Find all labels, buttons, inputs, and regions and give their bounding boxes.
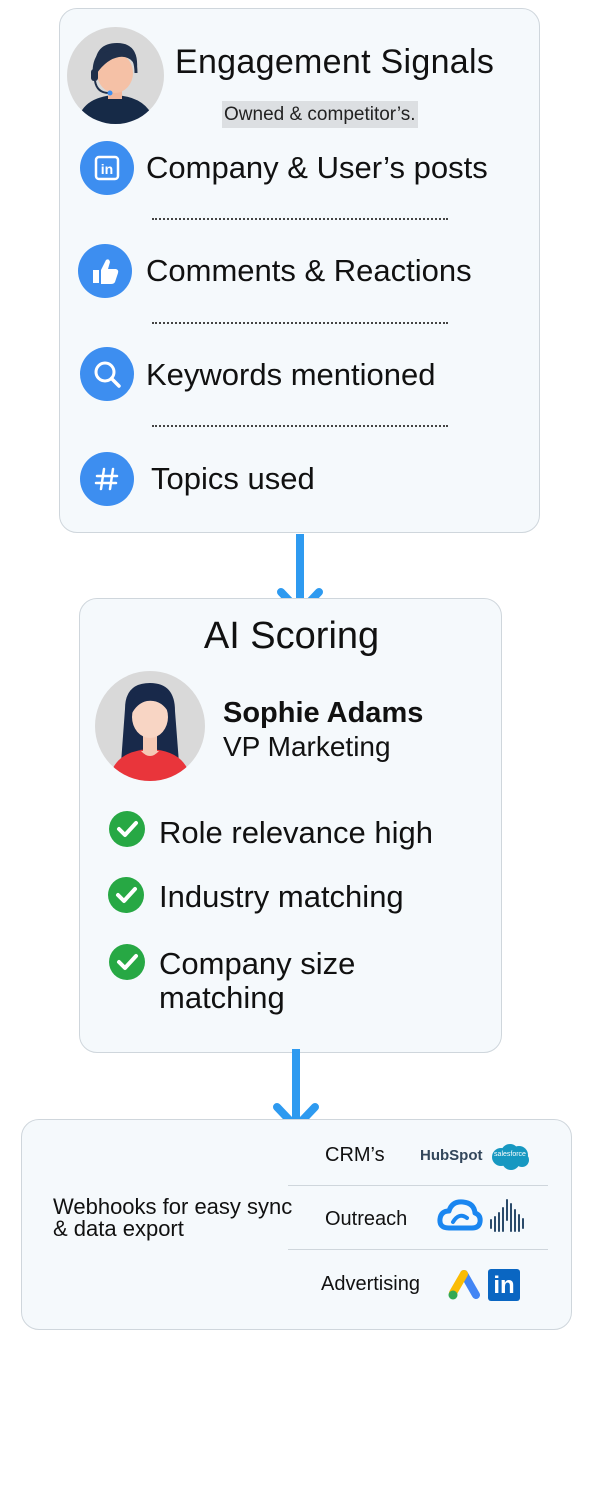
checkmark-icon xyxy=(109,811,145,847)
divider xyxy=(152,218,448,220)
linkedin-logo: in xyxy=(488,1269,520,1301)
person-name: Sophie Adams xyxy=(223,697,424,729)
signal-label-topics: Topics used xyxy=(151,461,315,496)
ai-scoring-title: AI Scoring xyxy=(203,615,380,657)
check-label-industry: Industry matching xyxy=(159,879,404,914)
agent-avatar xyxy=(67,27,164,124)
sound-bars-logo xyxy=(490,1199,524,1232)
row-divider xyxy=(288,1249,548,1250)
export-card: Webhooks for easy sync & data export CRM… xyxy=(21,1119,572,1330)
divider xyxy=(152,322,448,324)
salesforce-logo-text: salesforce xyxy=(494,1151,526,1158)
checkmark-icon xyxy=(108,877,144,913)
signal-label-keywords: Keywords mentioned xyxy=(146,357,436,392)
divider xyxy=(152,425,448,427)
person-avatar xyxy=(95,671,205,781)
check-label-company-size: Company size matching xyxy=(159,946,356,1015)
linkedin-icon: in xyxy=(80,141,134,195)
engagement-signals-card: Engagement Signals Owned & competitor’s.… xyxy=(59,8,540,533)
linkedin-logo-text: in xyxy=(493,1272,515,1299)
headset-agent-icon xyxy=(77,43,155,124)
signal-label-comments: Comments & Reactions xyxy=(146,253,472,288)
cloud-sync-logo xyxy=(437,1199,483,1231)
export-description: Webhooks for easy sync & data export xyxy=(53,1194,293,1241)
search-icon xyxy=(80,347,134,401)
thumbs-up-icon xyxy=(78,244,132,298)
google-ads-logo xyxy=(448,1270,480,1300)
svg-text:in: in xyxy=(101,161,113,177)
checkmark-icon xyxy=(109,944,145,980)
engagement-title: Engagement Signals xyxy=(175,43,495,81)
row-divider xyxy=(288,1185,548,1186)
hubspot-logo: HubSpot xyxy=(420,1147,482,1164)
person-role: VP Marketing xyxy=(223,731,391,762)
engagement-subtitle: Owned & competitor’s. xyxy=(222,101,418,128)
ai-scoring-card: AI Scoring Sophie Adams VP Marketing Rol… xyxy=(79,598,502,1053)
woman-avatar-icon xyxy=(109,683,191,781)
hashtag-icon xyxy=(80,452,134,506)
hubspot-logo-text: HubSpot xyxy=(420,1147,483,1164)
salesforce-logo: salesforce xyxy=(489,1142,531,1171)
row-label-outreach: Outreach xyxy=(325,1208,408,1230)
row-label-crm: CRM’s xyxy=(325,1144,385,1166)
check-label-role: Role relevance high xyxy=(159,815,434,850)
signal-label-posts: Company & User’s posts xyxy=(146,150,488,185)
row-label-advertising: Advertising xyxy=(321,1273,420,1295)
